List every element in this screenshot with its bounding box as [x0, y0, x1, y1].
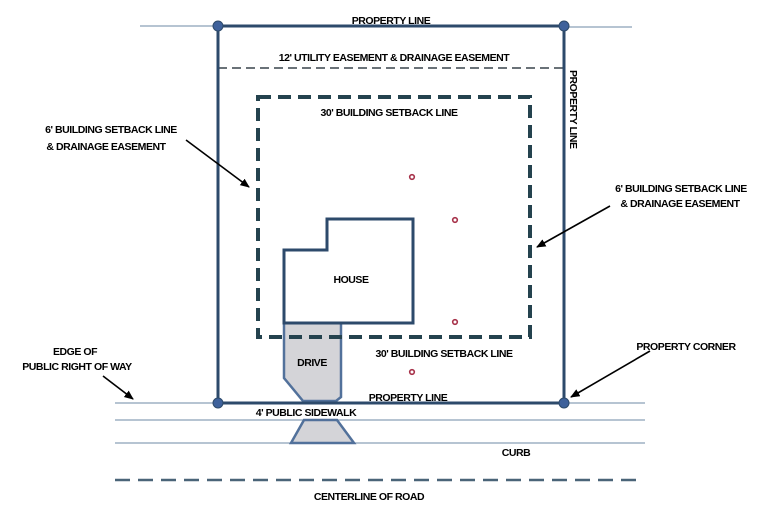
edge-of-row-label-line2: PUBLIC RIGHT OF WAY: [22, 361, 132, 373]
setback-right-label-line2: & DRAINAGE EASEMENT: [620, 198, 740, 210]
house-outline: [282, 217, 415, 325]
survey-marker-1: [408, 173, 416, 181]
leader-arrow-edge-of-row: [102, 375, 134, 400]
building-setback-box: [256, 95, 532, 339]
survey-marker-2: [451, 216, 459, 224]
property-line-top-label: PROPERTY LINE: [352, 15, 431, 27]
property-corner-pin-bottom-left: [212, 397, 224, 409]
leader-arrow-setback-right: [536, 205, 611, 248]
property-corner-pin-bottom-right: [558, 397, 570, 409]
curb-label: CURB: [502, 447, 531, 459]
setback-line-top-label: 30' BUILDING SETBACK LINE: [320, 107, 458, 119]
utility-easement-label: 12' UTILITY EASEMENT & DRAINAGE EASEMENT: [279, 52, 511, 64]
drive-label: DRIVE: [297, 357, 327, 369]
property-line-right-label: PROPERTY LINE: [567, 70, 579, 149]
setback-line-bottom-label: 30' BUILDING SETBACK LINE: [375, 348, 513, 360]
property-boundary: [216, 24, 566, 405]
public-sidewalk-label: 4' PUBLIC SIDEWALK: [256, 407, 357, 419]
property-corner-pin-top-left: [212, 20, 224, 32]
property-corner-label: PROPERTY CORNER: [636, 341, 736, 353]
edge-of-row-label-line1: EDGE OF: [53, 346, 98, 358]
property-corner-pin-top-right: [558, 20, 570, 32]
driveway-apron: [288, 418, 357, 445]
house-label: HOUSE: [333, 274, 369, 286]
centerline-of-road-label: CENTERLINE OF ROAD: [314, 491, 425, 503]
leader-arrow-setback-left: [185, 139, 250, 188]
setback-right-label-line1: 6' BUILDING SETBACK LINE: [615, 183, 747, 195]
setback-left-label-line1: 6' BUILDING SETBACK LINE: [45, 124, 177, 136]
survey-marker-4: [408, 368, 416, 376]
property-line-bottom-label: PROPERTY LINE: [369, 392, 448, 404]
survey-marker-3: [451, 318, 459, 326]
leader-arrow-property-corner: [570, 350, 651, 398]
setback-left-label-line2: & DRAINAGE EASEMENT: [46, 141, 166, 153]
